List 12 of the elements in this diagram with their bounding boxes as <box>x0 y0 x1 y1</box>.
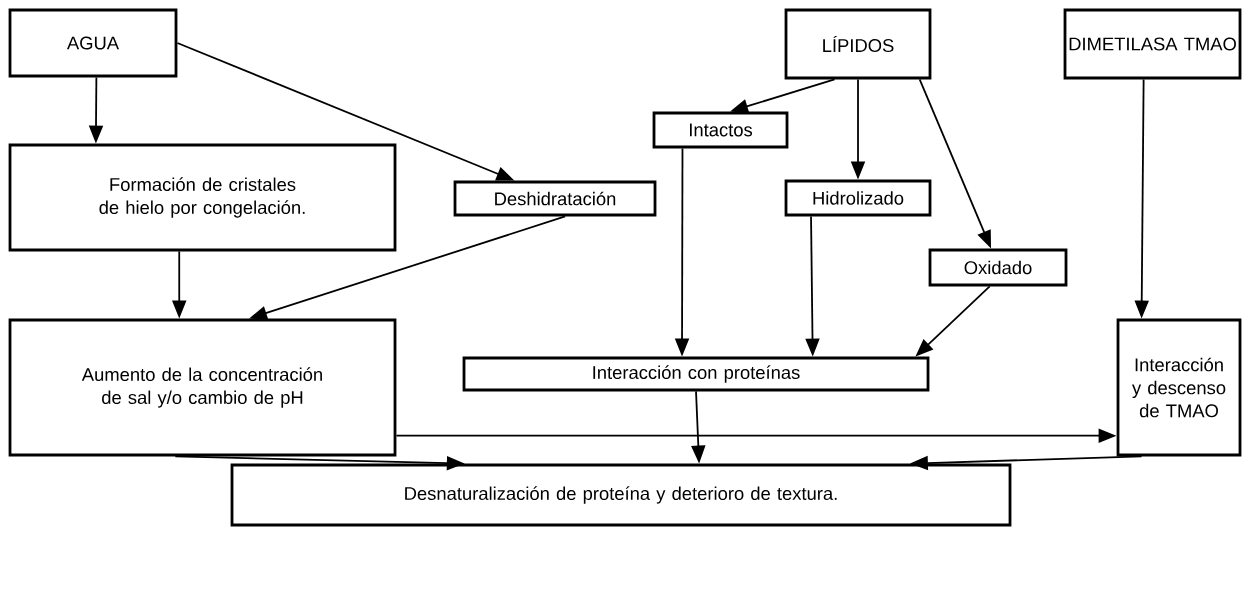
process-box: Hidrolizado <box>784 179 932 217</box>
process-box: AGUA <box>8 8 178 78</box>
process-box: DIMETILASA TMAO <box>1063 8 1242 80</box>
process-box: Formación de cristales de hielo por congelación. <box>8 143 397 252</box>
process-box: Interacción con proteínas <box>462 356 930 392</box>
process-box: Oxidado <box>928 248 1068 287</box>
process-box: Aumento de la concentración de sal y/o cambio de pH <box>8 318 397 457</box>
process-box: LÍPIDOS <box>784 8 932 80</box>
process-box: Desnaturalización de proteína y deterioro de textura. <box>230 463 1012 527</box>
process-box: Interacción y descenso de TMAO <box>1116 318 1242 457</box>
process-box: Intactos <box>652 111 789 149</box>
process-box: Deshidratación <box>453 180 657 217</box>
